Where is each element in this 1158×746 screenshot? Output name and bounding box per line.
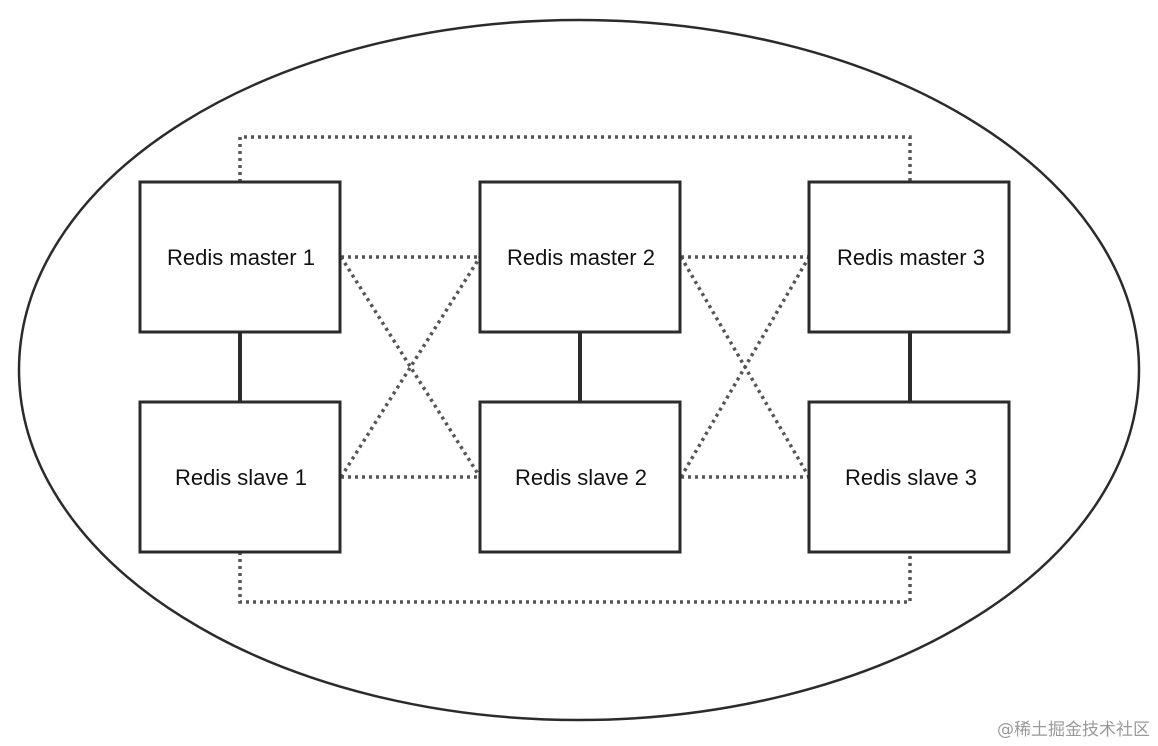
node-label: Redis slave 3 [845, 465, 977, 490]
dotted-link-master1-slave2 [339, 256, 482, 478]
cluster-boundary-ellipse [17, 18, 1141, 722]
node-label: Redis master 2 [507, 245, 655, 270]
dotted-link-slave2-master3 [679, 256, 811, 478]
node-slave-1: Redis slave 1 [138, 400, 342, 554]
node-label: Redis master 1 [167, 245, 315, 270]
dotted-link-slave1-master2 [339, 256, 482, 478]
node-label: Redis slave 1 [175, 465, 307, 490]
node-slave-3: Redis slave 3 [807, 400, 1011, 554]
watermark-text: @稀土掘金技术社区 [997, 720, 1150, 740]
node-master-3: Redis master 3 [807, 180, 1011, 334]
dotted-link-slave1-slave3 [238, 552, 912, 604]
node-label: Redis slave 2 [515, 465, 647, 490]
dotted-link-master1-master3 [238, 135, 912, 182]
node-slave-2: Redis slave 2 [478, 400, 682, 554]
node-label: Redis master 3 [837, 245, 985, 270]
node-master-1: Redis master 1 [138, 180, 342, 334]
node-master-2: Redis master 2 [478, 180, 682, 334]
